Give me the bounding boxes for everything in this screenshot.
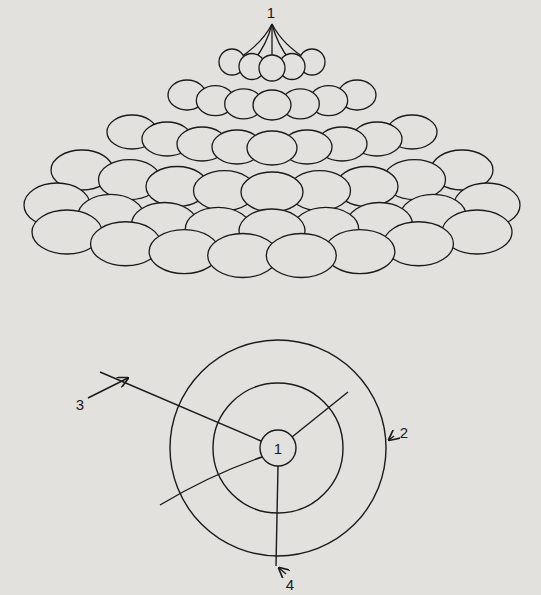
radial-line	[160, 457, 262, 505]
callout-number: 2	[398, 424, 410, 441]
radial-line	[292, 392, 348, 437]
crown-scale	[91, 222, 161, 266]
outer-ring	[170, 340, 386, 556]
callout-number: 1	[272, 440, 284, 457]
crown-scale	[383, 222, 453, 266]
callout-number: 3	[74, 396, 86, 413]
callout-number: 1	[265, 4, 277, 21]
ring-diagram	[88, 340, 394, 574]
leader-arrow	[389, 436, 394, 440]
crown-scale	[253, 90, 291, 120]
crown-scale	[247, 131, 297, 165]
crown-scale	[266, 234, 336, 278]
leader-arrow	[279, 568, 286, 574]
tree-crown	[24, 24, 520, 278]
crown-scale	[259, 55, 285, 81]
inner-ring	[260, 430, 296, 466]
callout-number: 4	[284, 576, 296, 593]
leader-arrow	[88, 378, 128, 398]
radial-line	[276, 466, 278, 566]
crown-scale	[241, 172, 303, 212]
radial-line	[100, 372, 261, 441]
